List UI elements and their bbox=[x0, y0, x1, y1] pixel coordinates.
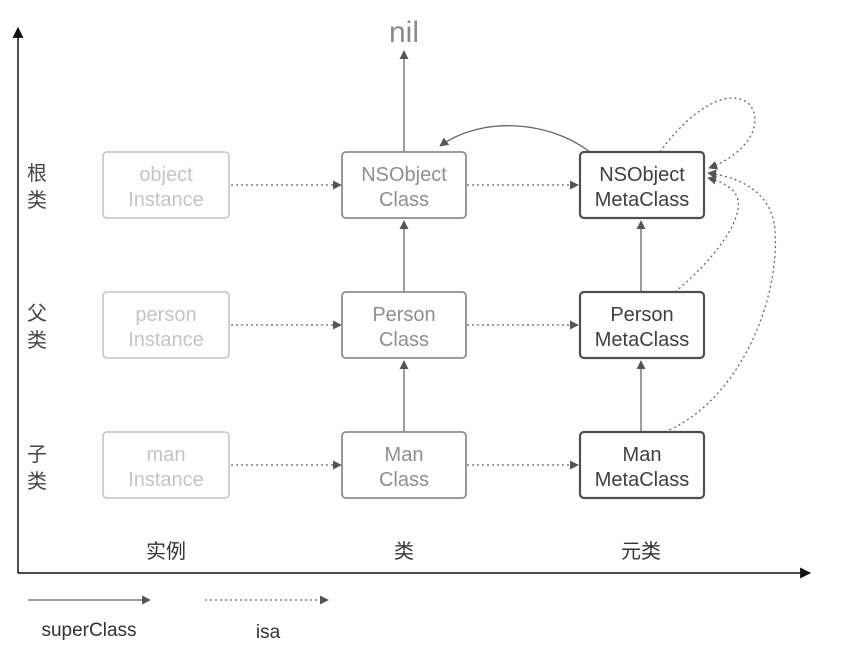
node-object-instance: object Instance bbox=[102, 151, 230, 219]
row-label-child: 子 类 bbox=[27, 442, 47, 493]
row-label-parent-line1: 父 bbox=[27, 301, 47, 325]
legend: superClass isa bbox=[28, 595, 329, 643]
column-label-metaclass: 元类 bbox=[621, 539, 661, 563]
node-person-instance-line1: person bbox=[135, 304, 196, 326]
row-label-parent: 父 类 bbox=[27, 301, 47, 352]
node-man-instance-line2: Instance bbox=[128, 469, 204, 491]
node-object-instance-line2: Instance bbox=[128, 189, 204, 211]
node-nsobject-metaclass-line2: MetaClass bbox=[595, 189, 689, 211]
node-man-class: Man Class bbox=[341, 431, 467, 499]
node-nsobject-metaclass: NSObject MetaClass bbox=[578, 150, 706, 220]
node-nsobject-class-line2: Class bbox=[379, 189, 429, 211]
isa-arrows-metaclass bbox=[659, 97, 777, 433]
row-label-parent-line2: 类 bbox=[27, 328, 47, 352]
node-person-instance-line2: Instance bbox=[128, 329, 204, 351]
row-label-root: 根 类 bbox=[27, 161, 47, 212]
nil-label: nil bbox=[389, 16, 419, 49]
node-nsobject-metaclass-line1: NSObject bbox=[599, 164, 685, 186]
node-person-class-line2: Class bbox=[379, 329, 429, 351]
isa-arrows-horizontal bbox=[231, 180, 579, 470]
node-person-metaclass-line2: MetaClass bbox=[595, 329, 689, 351]
row-label-child-line2: 类 bbox=[27, 469, 47, 493]
node-person-metaclass-line1: Person bbox=[610, 304, 673, 326]
node-man-metaclass: Man MetaClass bbox=[578, 430, 706, 500]
row-label-root-line2: 类 bbox=[27, 188, 47, 212]
node-person-metaclass: Person MetaClass bbox=[578, 290, 706, 360]
node-man-metaclass-line1: Man bbox=[623, 444, 662, 466]
node-person-class: Person Class bbox=[341, 291, 467, 359]
node-man-class-line1: Man bbox=[385, 444, 424, 466]
legend-isa-label: isa bbox=[256, 622, 281, 643]
node-man-class-line2: Class bbox=[379, 469, 429, 491]
column-label-class: 类 bbox=[394, 539, 414, 563]
row-label-child-line1: 子 bbox=[27, 442, 47, 466]
legend-superclass-label: superClass bbox=[41, 620, 136, 641]
row-label-root-line1: 根 bbox=[27, 161, 47, 185]
node-object-instance-line1: object bbox=[139, 164, 193, 186]
node-man-instance-line1: man bbox=[147, 444, 186, 466]
node-nsobject-class-line1: NSObject bbox=[361, 164, 447, 186]
isa-arrow-person-meta-to-root-meta bbox=[674, 175, 739, 293]
node-person-class-line1: Person bbox=[372, 304, 435, 326]
column-label-instance: 实例 bbox=[146, 539, 186, 563]
superclass-arrow-nsobject-meta-to-nsobject-class bbox=[439, 125, 591, 153]
node-person-instance: person Instance bbox=[102, 291, 230, 359]
node-man-metaclass-line2: MetaClass bbox=[595, 469, 689, 491]
node-nsobject-class: NSObject Class bbox=[341, 151, 467, 219]
isa-arrow-nsobject-meta-self bbox=[659, 97, 756, 170]
node-man-instance: man Instance bbox=[102, 431, 230, 499]
